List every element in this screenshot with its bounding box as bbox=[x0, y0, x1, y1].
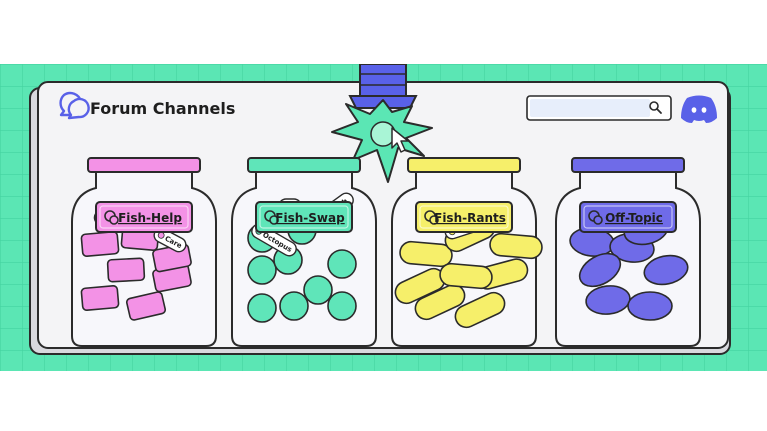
search-box[interactable] bbox=[526, 95, 672, 121]
jar-off-topic[interactable]: FilmOff-Topic bbox=[555, 157, 701, 347]
jar-body bbox=[71, 171, 217, 347]
jar-fish-swap[interactable]: +1BlowfishOctopusFish-Swap bbox=[231, 157, 377, 347]
channel-label[interactable]: Fish-Swap bbox=[255, 201, 353, 233]
forum-channel-icon bbox=[424, 210, 439, 225]
search-icon[interactable] bbox=[649, 101, 662, 114]
discord-logo-icon[interactable] bbox=[681, 95, 717, 124]
channel-label[interactable]: Fish-Rants bbox=[415, 201, 513, 233]
jar-lid bbox=[87, 157, 201, 173]
page-title: Forum Channels bbox=[90, 99, 235, 118]
forum-channel-icon bbox=[104, 210, 119, 225]
channel-label-text: Fish-Rants bbox=[434, 211, 506, 225]
jar-lid bbox=[571, 157, 685, 173]
channel-label[interactable]: Fish-Help bbox=[95, 201, 193, 233]
channel-label-text: Fish-Help bbox=[118, 211, 182, 225]
forum-channels-illustration: Forum Channels SolvedCareFish-Help+1Blow… bbox=[0, 64, 767, 371]
jar-lid bbox=[407, 157, 521, 173]
channel-jars: SolvedCareFish-Help+1BlowfishOctopusFish… bbox=[71, 157, 701, 347]
jar-lid bbox=[247, 157, 361, 173]
cursor-icon bbox=[391, 127, 409, 153]
channel-label-text: Off-Topic bbox=[605, 211, 663, 225]
forum-channel-icon bbox=[264, 210, 279, 225]
jar-fish-help[interactable]: SolvedCareFish-Help bbox=[71, 157, 217, 347]
claw-burst-icon bbox=[331, 99, 433, 183]
forum-channel-icon bbox=[588, 210, 603, 225]
channel-label[interactable]: Off-Topic bbox=[579, 201, 677, 233]
channel-label-text: Fish-Swap bbox=[275, 211, 345, 225]
jar-fish-rants[interactable]: Worst FishFish-Rants bbox=[391, 157, 543, 347]
forum-channel-icon bbox=[59, 91, 90, 120]
